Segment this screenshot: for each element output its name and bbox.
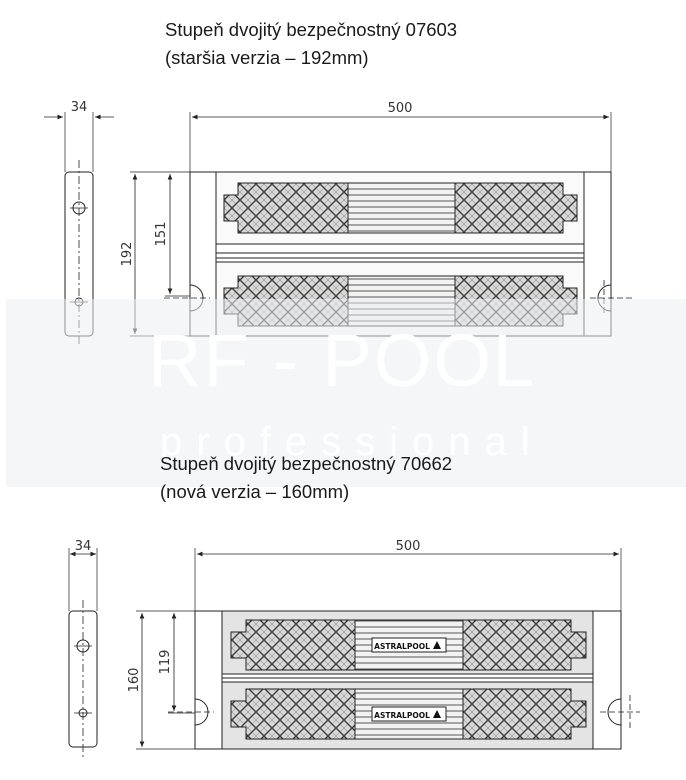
new-brand-label-lower: ASTRALPOOL <box>374 711 430 720</box>
new-side-width-label: 34 <box>75 539 92 554</box>
new-version-title: Stupeň dvojitý bezpečnostný 70662 <box>160 453 453 474</box>
new-version-drawing: ASTRALPOOL ASTRALPOOL 34 500 160 119 <box>68 539 640 760</box>
watermark-logo-text: RF - POOL <box>148 319 537 402</box>
new-height-label: 160 <box>127 668 142 693</box>
old-tread-height-label: 151 <box>154 222 169 247</box>
brand-flame-icon-lower <box>433 710 441 718</box>
watermark-band <box>6 299 686 487</box>
new-front-view <box>168 610 640 750</box>
old-version-caption: Stupeň dvojitý bezpečnostný 07603 (starš… <box>165 16 457 72</box>
new-version-subtitle: (nová verzia – 160mm) <box>160 481 350 502</box>
new-brand-label-upper: ASTRALPOOL <box>374 642 430 651</box>
new-version-caption: Stupeň dvojitý bezpečnostný 70662 (nová … <box>160 450 452 506</box>
old-version-subtitle: (staršia verzia – 192mm) <box>165 47 369 68</box>
old-height-label: 192 <box>120 242 135 267</box>
new-side-view <box>68 548 98 760</box>
new-length-label: 500 <box>396 539 421 554</box>
old-version-title: Stupeň dvojitý bezpečnostný 07603 <box>165 19 458 40</box>
old-side-width-label: 34 <box>71 100 88 115</box>
brand-flame-icon <box>433 641 441 649</box>
new-tread-height-label: 119 <box>158 650 173 675</box>
old-side-view <box>44 112 114 344</box>
old-length-label: 500 <box>388 101 413 116</box>
watermark-logo-subtext: professional <box>160 420 544 464</box>
